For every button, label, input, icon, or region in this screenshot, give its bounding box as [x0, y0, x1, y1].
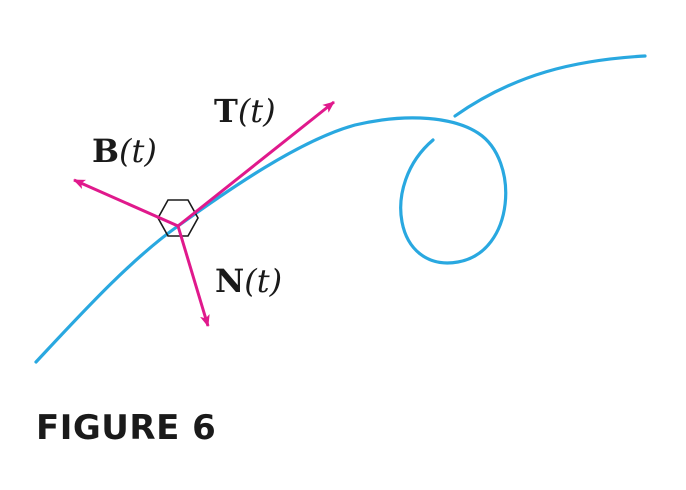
- normal-label: N(t): [215, 262, 282, 300]
- space-curve-back: [453, 54, 647, 118]
- space-curve-front: [34, 116, 508, 364]
- normal-vector-arrow: [176, 225, 210, 327]
- figure-caption: FIGURE 6: [36, 408, 217, 448]
- tangent-label: T(t): [214, 92, 276, 130]
- binormal-vector-arrow: [73, 178, 179, 228]
- tangent-vector-arrow: [177, 100, 335, 228]
- binormal-label: B(t): [92, 132, 157, 170]
